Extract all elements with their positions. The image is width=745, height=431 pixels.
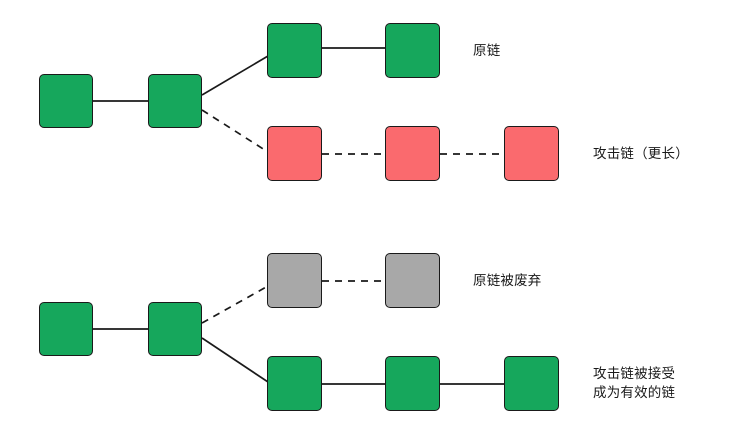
block-top-attack-3[interactable] bbox=[504, 126, 559, 181]
label-main-chain: 原链 bbox=[473, 43, 501, 58]
label-abandoned-chain: 原链被废弃 bbox=[473, 273, 542, 288]
block-top-base-2[interactable] bbox=[148, 74, 202, 128]
block-top-main-1[interactable] bbox=[267, 23, 322, 78]
link-bottom-base2-new1 bbox=[201, 337, 269, 383]
block-bottom-accepted-2[interactable] bbox=[385, 356, 440, 411]
link-bottom-base2-old1 bbox=[201, 285, 269, 324]
block-top-main-2[interactable] bbox=[385, 23, 440, 78]
block-bottom-abandoned-2[interactable] bbox=[385, 253, 440, 308]
block-top-attack-1[interactable] bbox=[267, 126, 322, 181]
link-top-base2-attack1 bbox=[201, 109, 269, 153]
label-attack-chain: 攻击链（更长） bbox=[593, 146, 689, 161]
label-accepted-chain: 攻击链被接受 成为有效的链 bbox=[593, 366, 676, 400]
block-bottom-accepted-1[interactable] bbox=[267, 356, 322, 411]
link-top-base2-main1 bbox=[201, 55, 269, 96]
block-bottom-base-1[interactable] bbox=[39, 302, 93, 356]
block-bottom-abandoned-1[interactable] bbox=[267, 253, 322, 308]
block-top-base-1[interactable] bbox=[39, 74, 93, 128]
block-bottom-accepted-3[interactable] bbox=[504, 356, 559, 411]
block-top-attack-2[interactable] bbox=[385, 126, 440, 181]
block-bottom-base-2[interactable] bbox=[148, 302, 202, 356]
